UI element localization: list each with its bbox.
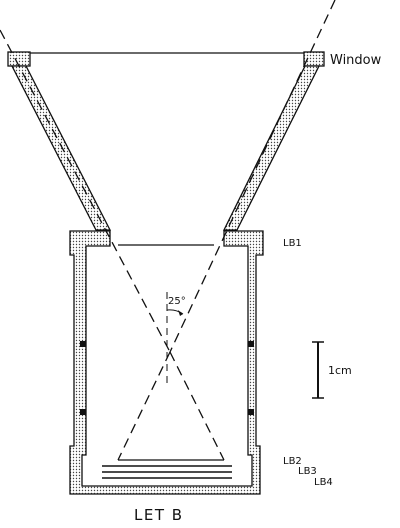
lb1-label: LB1 — [283, 238, 302, 249]
side-bump — [80, 341, 86, 347]
lb3-label: LB3 — [298, 466, 317, 477]
funnel-wall-left — [10, 65, 112, 231]
fov-line-right-lower — [169, 351, 225, 461]
lb4-label: LB4 — [314, 477, 333, 488]
side-bump — [80, 409, 86, 415]
detector-housing — [69, 230, 264, 495]
angle-arrow — [178, 310, 183, 316]
angle-label: 25° — [168, 296, 186, 307]
fov-line-left-upper — [0, 29, 171, 353]
window-flange-left — [7, 51, 31, 67]
diagram-title: LET B — [134, 506, 184, 524]
fov-line-left-lower — [117, 351, 171, 461]
scale-label: 1cm — [328, 364, 352, 377]
side-bump — [248, 341, 254, 347]
lb2-label: LB2 — [283, 456, 302, 467]
side-bump — [248, 409, 254, 415]
fov-line-right-upper — [169, 0, 336, 353]
funnel-wall-right — [222, 65, 321, 231]
window-label: Window — [330, 53, 382, 68]
